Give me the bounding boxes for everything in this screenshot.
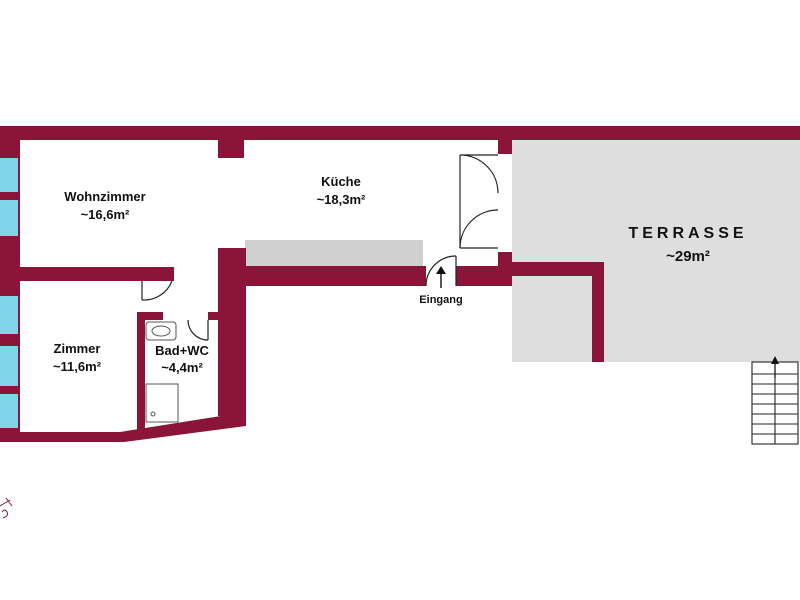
room-name-terrasse: TERRASSE (628, 225, 747, 242)
washbasin (145, 321, 177, 341)
window (0, 296, 18, 334)
window (0, 158, 18, 192)
north-arrow-icon (0, 497, 13, 519)
room-name-bad: Bad+WC (155, 343, 209, 358)
bath-fixtures (145, 321, 179, 423)
stairs-arrow (771, 356, 779, 378)
room-area-zimmer: ~11,6m² (53, 359, 102, 374)
door-bathroom (187, 319, 209, 341)
window (0, 200, 18, 236)
room-area-kueche: ~18,3m² (317, 192, 366, 207)
room-area-terrasse: ~29m² (666, 248, 710, 265)
room-name-wohnzimmer: Wohnzimmer (64, 189, 145, 204)
window (0, 346, 18, 386)
terrace-floor (512, 140, 800, 362)
door-zimmer (141, 280, 173, 301)
room-name-zimmer: Zimmer (54, 341, 101, 356)
kitchen-counter (245, 240, 423, 266)
room-area-wohnzimmer: ~16,6m² (81, 207, 130, 222)
windows (0, 158, 18, 428)
window (0, 394, 18, 428)
door-terrace (459, 154, 499, 249)
doors (141, 154, 499, 341)
entrance-label: Eingang (419, 294, 462, 306)
room-area-bad: ~4,4m² (161, 360, 203, 375)
shower-tray (145, 383, 179, 423)
entrance-arrow (436, 266, 446, 288)
door-entrance (425, 255, 457, 287)
room-name-kueche: Küche (321, 174, 361, 189)
